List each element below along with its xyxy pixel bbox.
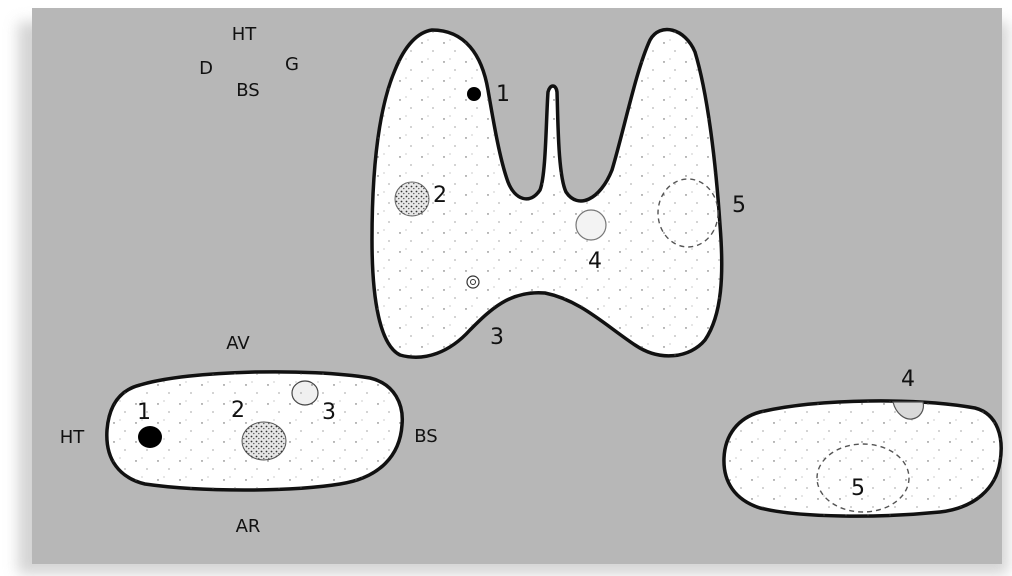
frontal-label-4: 4 [588,249,602,274]
orientation-right: G [285,54,299,75]
orientation-bottom: BS [236,80,259,101]
left-view-label-top: AV [226,333,250,354]
orientation-key: HT D G BS [199,24,299,101]
left-label-2: 2 [231,398,245,423]
right-view: 4 5 [724,367,1001,516]
left-view-label-bottom: AR [236,516,261,537]
nodule-3-small [467,276,479,288]
orientation-top: HT [232,24,258,45]
frontal-label-2: 2 [433,183,447,208]
frontal-label-1: 1 [496,82,510,107]
left-nodule-3-texture [292,381,318,405]
frontal-label-5: 5 [732,193,746,218]
left-view-label-left: HT [60,427,86,448]
right-label-4: 4 [901,367,915,392]
frontal-label-3: 3 [490,325,504,350]
left-nodule-2-texture [242,422,286,460]
nodule-1-solid [467,87,481,101]
left-label-1: 1 [137,400,151,425]
nodule-4-isthmus [576,210,606,240]
nodule-2-texture [395,182,429,216]
left-view: AV AR HT BS 1 2 3 [60,333,438,537]
left-nodule-1-solid [138,426,162,448]
left-view-label-right: BS [414,426,437,447]
right-label-5: 5 [851,476,865,501]
orientation-left: D [199,58,213,79]
left-label-3: 3 [322,400,336,425]
frontal-view: 1 2 3 4 5 [372,30,746,358]
